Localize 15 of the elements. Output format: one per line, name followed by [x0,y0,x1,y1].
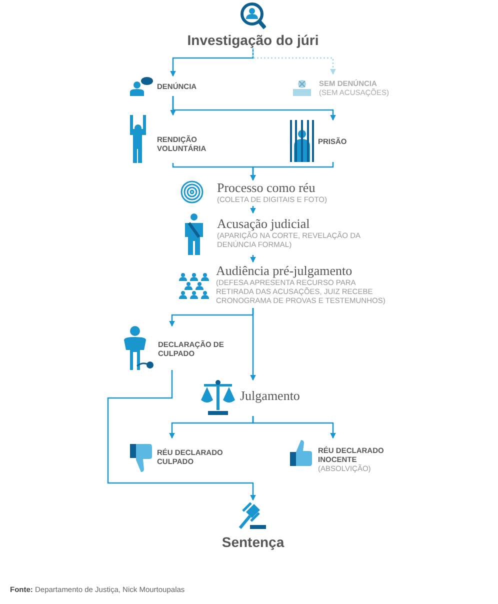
step-title: Processo como réu [217,180,316,195]
flow-arrow [250,206,256,214]
flow-arrow [170,48,254,77]
flow-arrow [252,48,336,75]
step-title: Acusação judicial [217,216,311,231]
step-title: Audiência pré-julgamento [216,263,354,278]
flow-arrow [250,255,256,263]
flow-arrow [250,308,256,381]
step-title: Julgamento [240,388,301,403]
flow-arrow [250,162,334,181]
flow-arrow [107,370,256,501]
flow-arrow [252,416,336,439]
step-title: Investigação do júri [186,32,320,48]
flow-arrow [172,96,336,121]
step-title: Sentença [220,534,286,550]
